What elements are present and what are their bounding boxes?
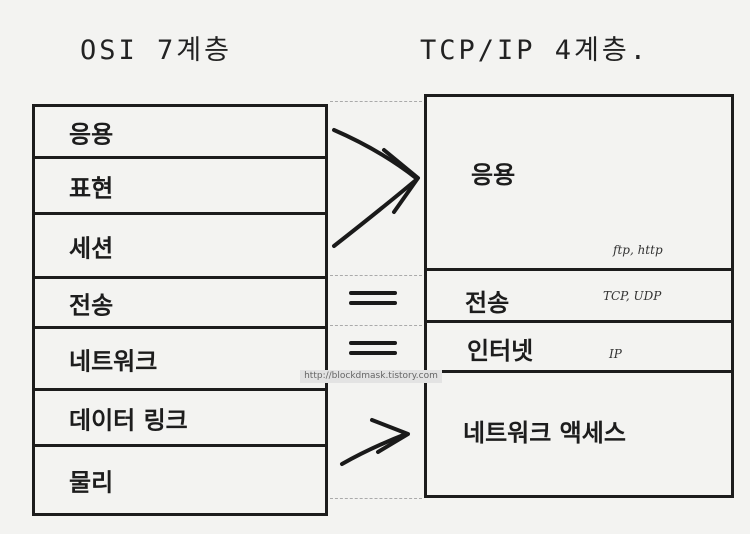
osi-layer-physical: 물리	[35, 447, 325, 513]
equals-sign	[349, 341, 397, 355]
tcpip-layer-internet: 인터넷 IP	[427, 323, 731, 373]
osi-layer-label: 표현	[69, 174, 114, 202]
osi-stack: 응용 표현 세션 전송 네트워크 데이터 링크 물리	[32, 104, 328, 516]
osi-layer-label: 전송	[69, 291, 114, 319]
osi-layer-session: 세션	[35, 215, 325, 279]
tcpip-layer-transport: 전송 TCP, UDP	[427, 271, 731, 323]
dashed-guide	[330, 498, 422, 499]
osi-layer-application: 응용	[35, 107, 325, 159]
equals-sign	[349, 291, 397, 305]
tcpip-layer-label: 전송	[465, 289, 510, 317]
tcpip-layer-protocols: IP	[609, 347, 622, 361]
tcpip-layer-label: 네트워크 액세스	[463, 419, 626, 447]
dashed-guide	[330, 325, 422, 326]
osi-layer-datalink: 데이터 링크	[35, 391, 325, 447]
tcpip-layer-protocols: TCP, UDP	[603, 289, 662, 303]
tcpip-layer-label: 응용	[471, 161, 516, 189]
osi-layer-transport: 전송	[35, 279, 325, 329]
tcpip-layer-application: 응용 ftp, http	[427, 97, 731, 271]
osi-layer-presentation: 표현	[35, 159, 325, 215]
merge-arrow	[332, 128, 420, 248]
osi-title: OSI 7계층	[80, 35, 232, 66]
watermark: http://blockdmask.tistory.com	[300, 370, 442, 383]
osi-layer-label: 네트워크	[69, 347, 158, 375]
dashed-guide	[330, 101, 422, 102]
tcpip-stack: 응용 ftp, http 전송 TCP, UDP 인터넷 IP 네트워크 액세스	[424, 94, 734, 498]
osi-layer-network: 네트워크	[35, 329, 325, 391]
tcpip-layer-network-access: 네트워크 액세스	[427, 373, 731, 495]
tcpip-layer-label: 인터넷	[467, 337, 534, 365]
osi-layer-label: 물리	[69, 468, 114, 497]
tcpip-title: TCP/IP 4계층.	[420, 35, 649, 66]
osi-layer-label: 세션	[69, 234, 114, 262]
osi-layer-label: 데이터 링크	[69, 406, 188, 434]
tcpip-layer-protocols: ftp, http	[613, 243, 663, 257]
right-arrow	[340, 418, 410, 466]
osi-layer-label: 응용	[69, 120, 114, 148]
dashed-guide	[330, 275, 422, 276]
